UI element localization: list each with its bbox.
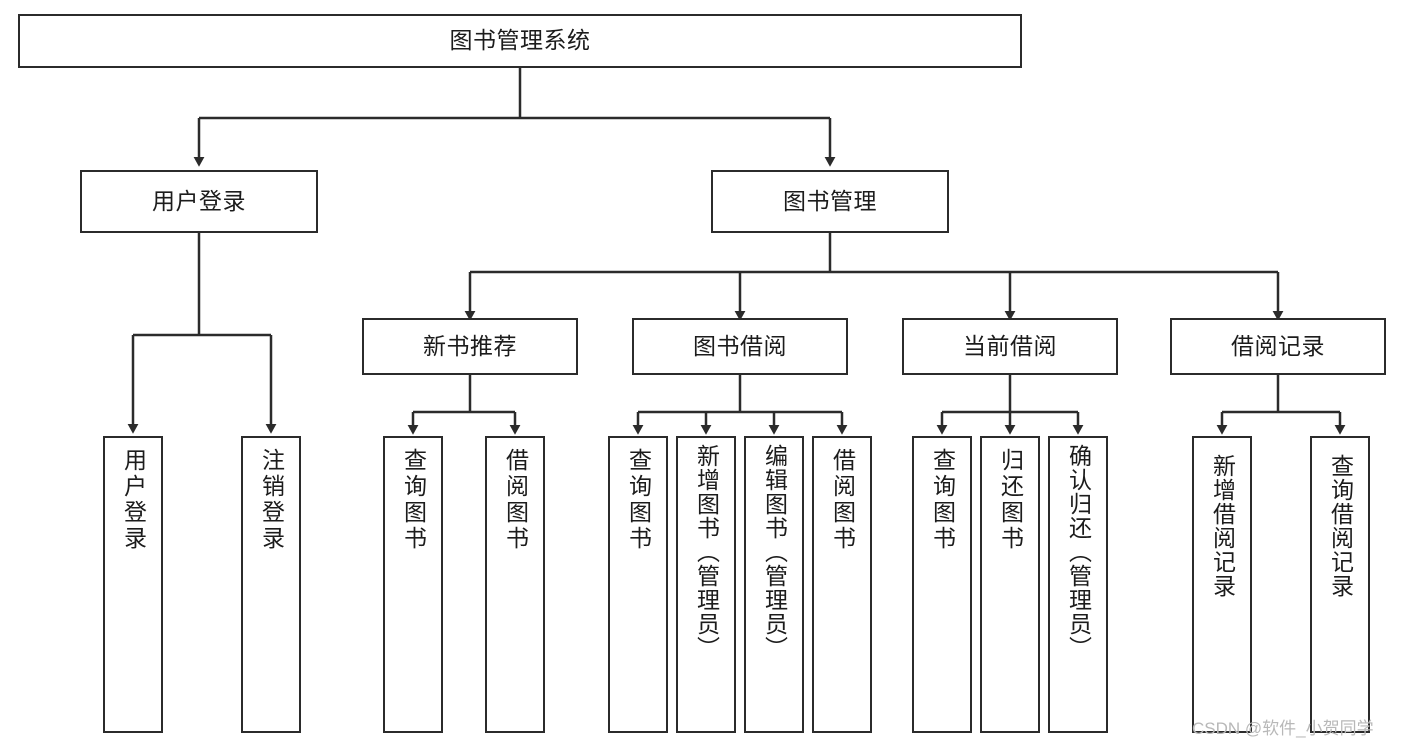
node-leaf-query-book-3[interactable]: 查询图书 — [912, 436, 972, 733]
node-new-book-recommend-label: 新书推荐 — [423, 332, 517, 359]
node-leaf-query-book-3-label: 查询图书 — [929, 448, 956, 552]
node-leaf-confirm-return-label: 确认归还（管理员） — [1065, 444, 1092, 660]
node-leaf-borrow-book-2-label: 借阅图书 — [829, 448, 856, 552]
node-leaf-edit-book-label: 编辑图书（管理员） — [761, 444, 788, 660]
node-leaf-add-book[interactable]: 新增图书（管理员） — [676, 436, 736, 733]
node-leaf-borrow-book-2[interactable]: 借阅图书 — [812, 436, 872, 733]
node-leaf-query-record[interactable]: 查询借阅记录 — [1310, 436, 1370, 733]
node-book-manage-label: 图书管理 — [783, 187, 877, 214]
node-borrow-record-label: 借阅记录 — [1231, 332, 1325, 359]
node-borrow-record[interactable]: 借阅记录 — [1170, 318, 1386, 375]
node-leaf-edit-book[interactable]: 编辑图书（管理员） — [744, 436, 804, 733]
node-leaf-borrow-book-1-label: 借阅图书 — [502, 448, 529, 552]
node-leaf-add-record-label: 新增借阅记录 — [1209, 454, 1236, 598]
node-leaf-query-record-label: 查询借阅记录 — [1327, 454, 1354, 598]
node-user-login-label: 用户登录 — [152, 187, 246, 214]
node-book-borrow[interactable]: 图书借阅 — [632, 318, 848, 375]
node-root-label: 图书管理系统 — [449, 27, 591, 54]
node-leaf-return-book-label: 归还图书 — [997, 448, 1024, 552]
node-leaf-query-book-2-label: 查询图书 — [625, 448, 652, 552]
node-book-borrow-label: 图书借阅 — [693, 332, 787, 359]
node-leaf-user-login-label: 用户登录 — [120, 448, 147, 552]
node-new-book-recommend[interactable]: 新书推荐 — [362, 318, 578, 375]
node-leaf-logout-label: 注销登录 — [258, 448, 285, 552]
node-leaf-confirm-return[interactable]: 确认归还（管理员） — [1048, 436, 1108, 733]
node-leaf-borrow-book-1[interactable]: 借阅图书 — [485, 436, 545, 733]
node-user-login[interactable]: 用户登录 — [80, 170, 318, 233]
node-leaf-query-book-2[interactable]: 查询图书 — [608, 436, 668, 733]
node-leaf-add-book-label: 新增图书（管理员） — [693, 444, 720, 660]
node-leaf-return-book[interactable]: 归还图书 — [980, 436, 1040, 733]
node-leaf-add-record[interactable]: 新增借阅记录 — [1192, 436, 1252, 733]
node-leaf-query-book-1-label: 查询图书 — [400, 448, 427, 552]
node-current-borrow-label: 当前借阅 — [963, 332, 1057, 359]
node-leaf-query-book-1[interactable]: 查询图书 — [383, 436, 443, 733]
node-root[interactable]: 图书管理系统 — [18, 14, 1022, 68]
watermark: CSDN @软件_小贺同学 — [1192, 719, 1374, 738]
node-book-manage[interactable]: 图书管理 — [711, 170, 949, 233]
node-leaf-logout[interactable]: 注销登录 — [241, 436, 301, 733]
node-leaf-user-login[interactable]: 用户登录 — [103, 436, 163, 733]
node-current-borrow[interactable]: 当前借阅 — [902, 318, 1118, 375]
